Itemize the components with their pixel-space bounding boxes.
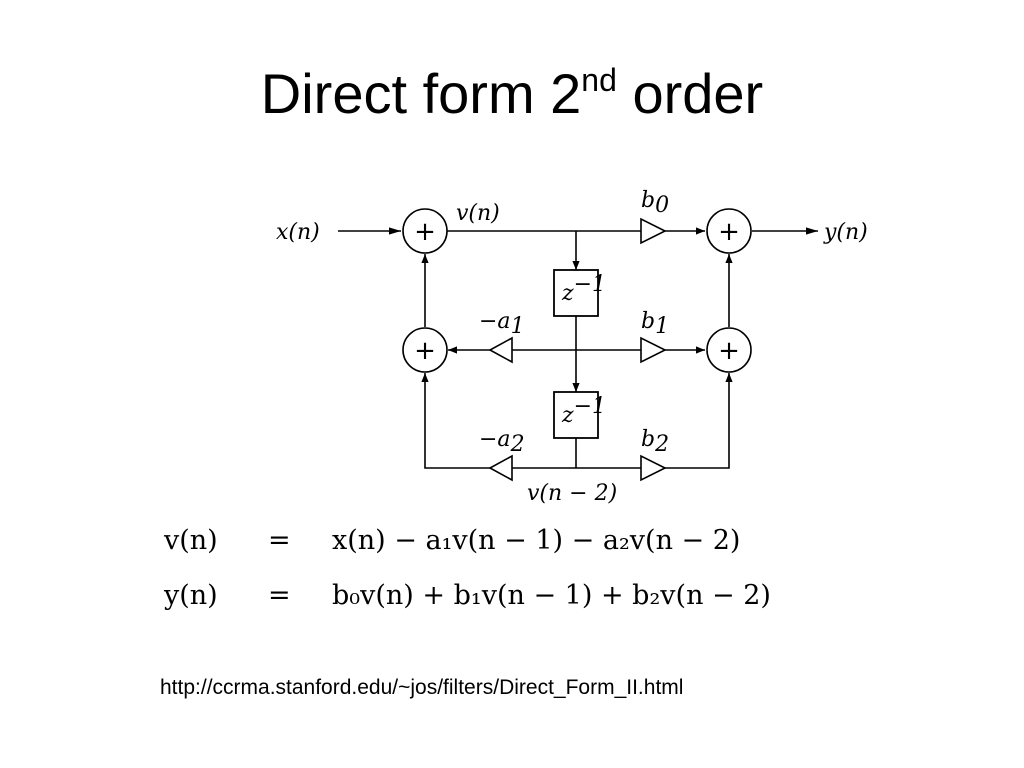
output-label: y(n) <box>823 220 868 245</box>
vn-label: v(n) <box>456 201 500 226</box>
adder-top-left <box>402 208 448 254</box>
coef-b2-label: b2 <box>641 427 669 457</box>
input-label: x(n) <box>276 220 320 245</box>
gain-b2 <box>640 454 667 482</box>
adder-mid-left <box>402 327 448 373</box>
delay-box-2 <box>553 391 599 439</box>
title-main: Direct form 2 <box>260 62 582 125</box>
adder-plus-tl: + <box>414 217 436 247</box>
title-superscript: nd <box>581 62 617 98</box>
row2-to-right-adder <box>665 373 733 469</box>
slide-title: Direct form 2nd order <box>0 62 1024 126</box>
gain-b1 <box>640 336 667 364</box>
title-suffix: order <box>616 62 764 125</box>
gain-neg-a1 <box>488 336 513 364</box>
gain-b0 <box>640 217 667 245</box>
coef-neg-a2-label: −a2 <box>479 427 525 457</box>
source-url[interactable]: http://ccrma.stanford.edu/~jos/filters/D… <box>160 676 684 699</box>
coef-neg-a1-label: −a1 <box>479 309 525 339</box>
delay-label-1: z−1 <box>561 272 606 306</box>
adder-plus-mr: + <box>718 336 740 366</box>
coef-b1-label: b1 <box>641 309 669 339</box>
coef-b0-label: b0 <box>641 188 669 218</box>
row2-to-left-adder <box>421 373 490 469</box>
adder-plus-ml: + <box>414 336 436 366</box>
delay-box-1 <box>553 269 599 317</box>
equation-1-lhs: v(n) <box>164 525 218 556</box>
delay-label-2: z−1 <box>561 394 606 428</box>
equation-1-rhs: x(n) − a₁v(n − 1) − a₂v(n − 2) <box>332 525 741 556</box>
direct-form-2-diagram: + + + + z−1 z−1 x(n) y(n) v(n) v(n − 2) … <box>276 188 868 506</box>
gain-neg-a2 <box>488 454 513 482</box>
vn2-label: v(n − 2) <box>527 481 617 506</box>
equation-2-rhs: b₀v(n) + b₁v(n − 1) + b₂v(n − 2) <box>332 580 771 611</box>
equation-1-equals: = <box>268 525 291 556</box>
equation-2-equals: = <box>268 580 291 611</box>
adder-mid-right <box>706 327 752 373</box>
equation-2-lhs: y(n) <box>164 580 218 611</box>
adder-top-right <box>706 208 752 254</box>
adder-plus-tr: + <box>718 217 740 247</box>
